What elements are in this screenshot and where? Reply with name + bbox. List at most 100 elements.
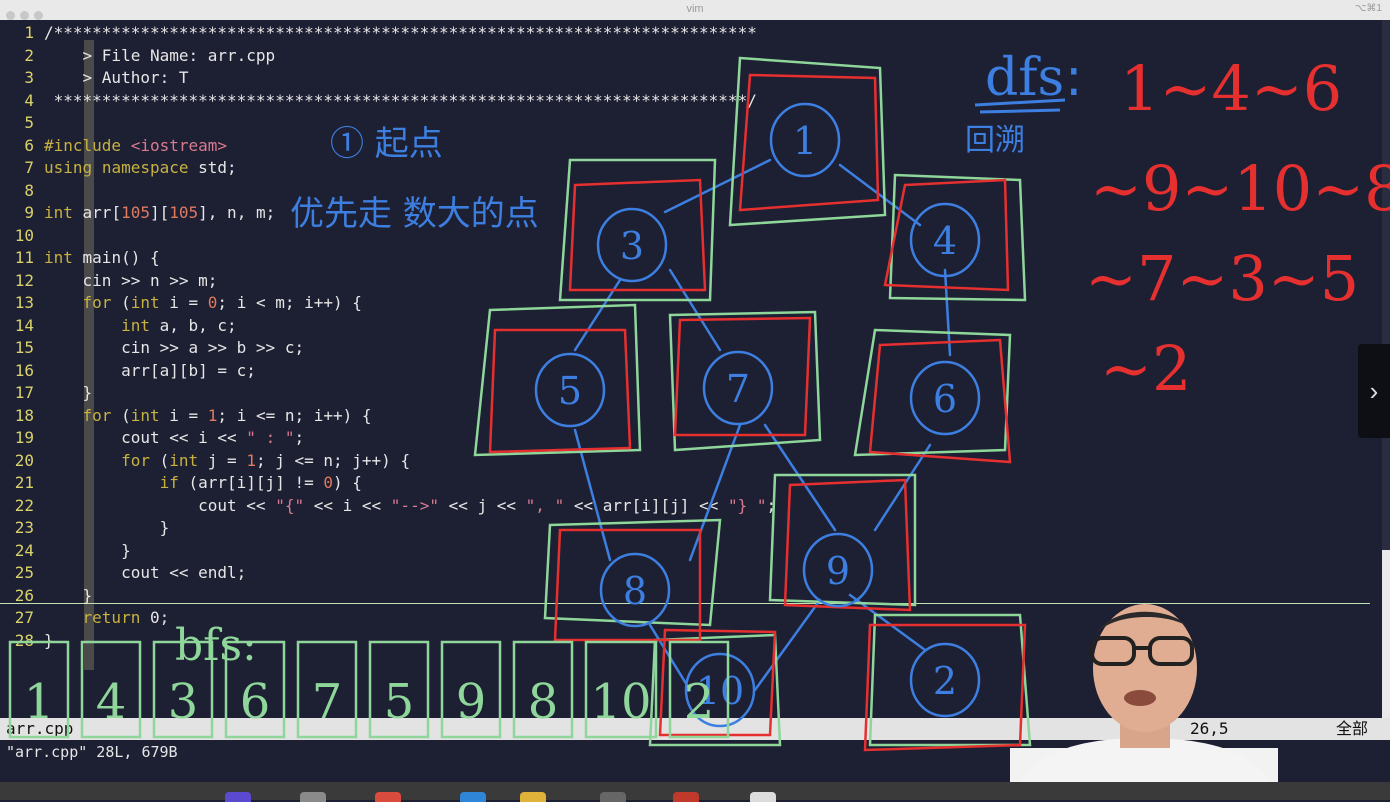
code-line[interactable]: 20 for (int j = 1; j <= n; j++) {: [0, 450, 410, 472]
code-line[interactable]: 9 int arr[105][105], n, m;: [0, 202, 275, 224]
app-icon[interactable]: [460, 792, 486, 802]
line-text: for (int j = 1; j <= n; j++) {: [121, 450, 411, 470]
line-number: 25: [14, 563, 34, 582]
code-line[interactable]: 3 > Author: T: [0, 67, 189, 89]
line-number: 17: [14, 383, 34, 402]
code-line[interactable]: 21 if (arr[i][j] != 0) {: [0, 472, 362, 494]
line-number: 24: [14, 540, 34, 560]
code-line[interactable]: 18 for (int i = 1; i <= n; i++) {: [0, 405, 372, 427]
line-number: 20: [14, 450, 34, 470]
line-number: 12: [14, 270, 34, 290]
code-line[interactable]: 22 cout << "{" << i << "-->" << j << ", …: [0, 495, 776, 517]
line-text: cin >> n >> m;: [44, 270, 218, 290]
code-line[interactable]: 17 }: [0, 382, 92, 404]
line-number: 22: [14, 495, 34, 515]
line-text: arr[a][b] = c;: [44, 360, 256, 380]
code-line[interactable]: 11 int main() {: [0, 247, 160, 269]
app-icon[interactable]: [600, 792, 626, 802]
app-icon[interactable]: [673, 792, 699, 802]
line-text: > File Name: arr.cpp: [44, 45, 276, 65]
line-text: /***************************************…: [44, 23, 757, 42]
line-text: int main() {: [44, 248, 160, 267]
line-text: }: [44, 518, 170, 537]
line-number: 2: [24, 45, 34, 65]
code-line[interactable]: 12 cin >> n >> m;: [0, 270, 218, 292]
code-line[interactable]: 8: [0, 180, 44, 202]
code-line[interactable]: 2 > File Name: arr.cpp: [0, 45, 275, 67]
line-text: ****************************************…: [44, 90, 757, 110]
chevron-right-icon: ›: [1369, 376, 1379, 406]
line-text: int arr[105][105], n, m;: [44, 203, 276, 222]
line-text: int a, b, c;: [121, 315, 237, 335]
line-text: }: [44, 383, 93, 402]
line-text: #include <iostream>: [44, 135, 228, 155]
code-line[interactable]: 14 int a, b, c;: [0, 315, 237, 337]
indent-guide: [84, 40, 94, 670]
scrollbar-thumb[interactable]: [1382, 550, 1390, 718]
line-text: }: [44, 540, 131, 560]
line-number: 21: [14, 473, 34, 492]
code-line[interactable]: 23 }: [0, 517, 170, 539]
line-number: 18: [14, 405, 34, 425]
code-line[interactable]: 5: [0, 112, 44, 134]
line-text: }: [44, 585, 93, 605]
line-number: 14: [14, 315, 34, 335]
close-dot[interactable]: [6, 11, 15, 20]
line-number: 19: [14, 428, 34, 447]
line-text: cout << endl;: [44, 563, 247, 582]
window-shortcut: ⌥⌘1: [1354, 3, 1382, 14]
line-text: cout << "{" << i << "-->" << j << ", " <…: [44, 495, 777, 515]
line-number: 26: [14, 585, 34, 605]
window-title: vim: [686, 3, 704, 15]
line-number: 10: [14, 225, 34, 245]
line-number: 15: [14, 338, 34, 357]
code-line[interactable]: 1/**************************************…: [0, 22, 757, 44]
app-icon[interactable]: [225, 792, 251, 802]
app-icon[interactable]: [375, 792, 401, 802]
line-text: for (int i = 1; i <= n; i++) {: [82, 405, 372, 425]
line-text: cin >> a >> b >> c;: [44, 338, 305, 357]
app-icon[interactable]: [750, 792, 776, 802]
code-line[interactable]: 28}: [0, 630, 54, 652]
line-number: 11: [14, 248, 34, 267]
line-text: for (int i = 0; i < m; i++) {: [82, 293, 362, 312]
presenter-webcam: [1010, 604, 1278, 782]
code-line[interactable]: 16 arr[a][b] = c;: [0, 360, 256, 382]
code-line[interactable]: 6 #include <iostream>: [0, 135, 227, 157]
code-line[interactable]: 25 cout << endl;: [0, 562, 247, 584]
line-text: > Author: T: [44, 68, 189, 87]
line-number: 3: [24, 68, 34, 87]
code-line[interactable]: 4 **************************************…: [0, 90, 757, 112]
code-line[interactable]: 26 }: [0, 585, 92, 607]
line-text: using namespace std;: [44, 158, 237, 177]
app-icon[interactable]: [520, 792, 546, 802]
code-line[interactable]: 19 cout << i << " : ";: [0, 427, 304, 449]
line-number: 13: [14, 293, 34, 312]
next-slide-button[interactable]: ›: [1358, 344, 1390, 438]
code-line[interactable]: 15 cin >> a >> b >> c;: [0, 337, 304, 359]
zoom-dot[interactable]: [34, 11, 43, 20]
line-number: 28: [14, 630, 34, 650]
line-text: }: [44, 630, 54, 650]
line-number: 27: [14, 608, 34, 627]
line-number: 9: [24, 203, 34, 222]
line-text: cout << i << " : ";: [44, 428, 305, 447]
status-position: 26,5: [1190, 719, 1229, 738]
code-line[interactable]: 10: [0, 225, 44, 247]
line-number: 5: [24, 113, 34, 132]
code-line[interactable]: 7 using namespace std;: [0, 157, 237, 179]
line-number: 16: [14, 360, 34, 380]
status-scroll: 全部: [1335, 719, 1368, 738]
line-number: 6: [24, 135, 34, 155]
line-number: 23: [14, 518, 34, 537]
code-line[interactable]: 27 return 0;: [0, 607, 170, 629]
status-filename: arr.cpp: [6, 719, 74, 738]
window-titlebar: vim ⌥⌘1: [0, 0, 1390, 21]
app-icon[interactable]: [300, 792, 326, 802]
line-text: return 0;: [82, 608, 170, 627]
line-number: 7: [24, 158, 34, 177]
code-line[interactable]: 24 }: [0, 540, 131, 562]
code-line[interactable]: 13 for (int i = 0; i < m; i++) {: [0, 292, 362, 314]
minimize-dot[interactable]: [20, 11, 29, 20]
window-controls[interactable]: [6, 5, 48, 24]
